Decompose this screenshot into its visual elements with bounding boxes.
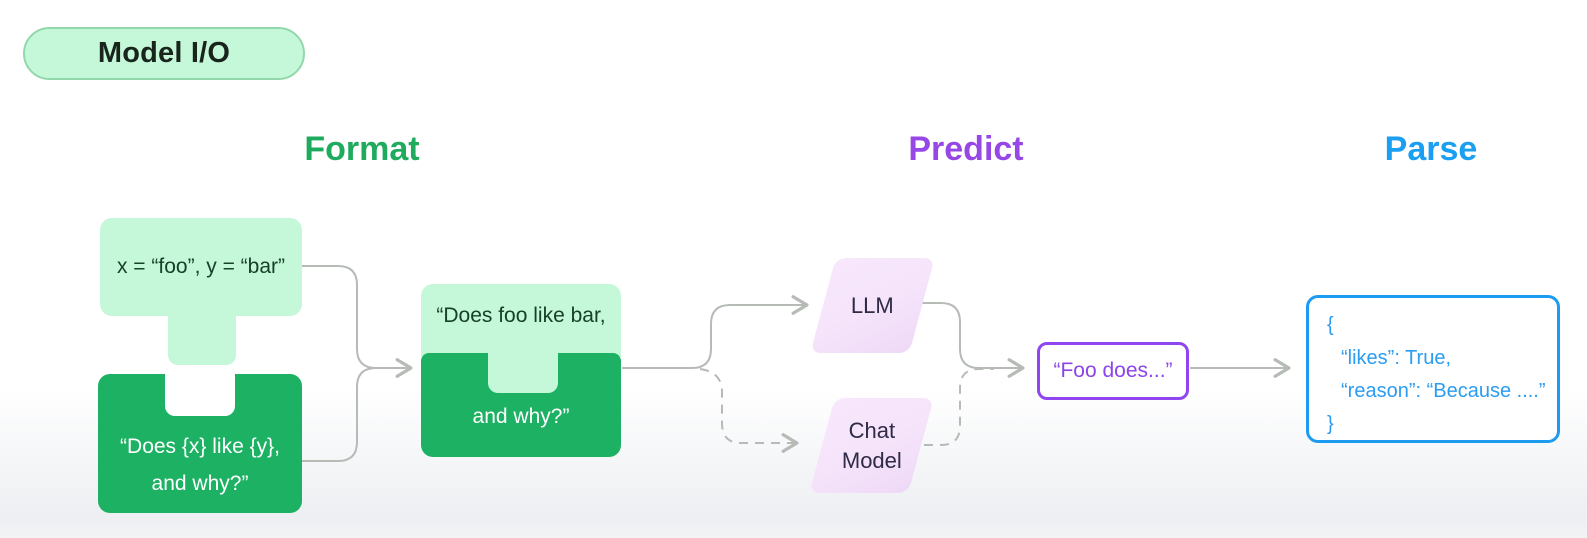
json-line-likes: “likes”: True,	[1341, 347, 1452, 369]
template-piece-notch	[165, 374, 235, 416]
llm-node-label: LLM	[851, 292, 894, 318]
chat-model-line1: Chat	[848, 417, 895, 443]
template-piece-text: “Does {x} like {y}, and why?”	[98, 428, 302, 502]
inputs-piece-tab	[168, 310, 236, 365]
chat-model-line2: Model	[841, 447, 902, 473]
connector-prompt-to-llm	[622, 295, 809, 369]
connector-llm-to-completion	[922, 302, 1025, 378]
parsed-output-box: { “likes”: True, “reason”: “Because ....…	[1306, 295, 1560, 443]
template-piece-line2: and why?”	[151, 472, 249, 495]
stage-label-parse: Parse	[1384, 130, 1478, 168]
connector-inputs-to-prompt	[302, 265, 413, 378]
prompt-piece-line1: “Does foo like bar,	[436, 304, 606, 327]
prompt-piece-top	[421, 284, 621, 357]
inputs-piece-text: x = “foo”, y = “bar”	[116, 255, 286, 278]
chat-model-node: Chat Model	[809, 398, 934, 493]
json-line-close-brace: }	[1327, 413, 1334, 435]
chat-model-node-label: Chat Model	[842, 416, 902, 476]
stage-label-format: Format	[304, 130, 420, 168]
template-piece-line1: “Does {x} like {y},	[120, 435, 280, 458]
json-line-open-brace: {	[1327, 314, 1334, 336]
completion-text: “Foo does...”	[1053, 359, 1173, 382]
connector-template-to-prompt	[302, 367, 377, 462]
connector-chat-model-to-completion	[924, 368, 994, 446]
prompt-piece-tab	[488, 353, 558, 393]
json-line-reason: “reason”: “Because ....”	[1341, 380, 1546, 402]
model-io-badge: Model I/O	[23, 27, 305, 80]
prompt-piece-line1-wrap: “Does foo like bar,	[421, 284, 621, 348]
inputs-piece: x = “foo”, y = “bar”	[100, 218, 302, 316]
prompt-piece-line2: and why?”	[472, 405, 570, 428]
stage-label-predict: Predict	[908, 130, 1024, 168]
completion-box: “Foo does...”	[1037, 342, 1189, 400]
connector-prompt-to-chat-model	[699, 368, 799, 453]
model-io-badge-label: Model I/O	[97, 37, 231, 69]
llm-node: LLM	[810, 258, 935, 353]
